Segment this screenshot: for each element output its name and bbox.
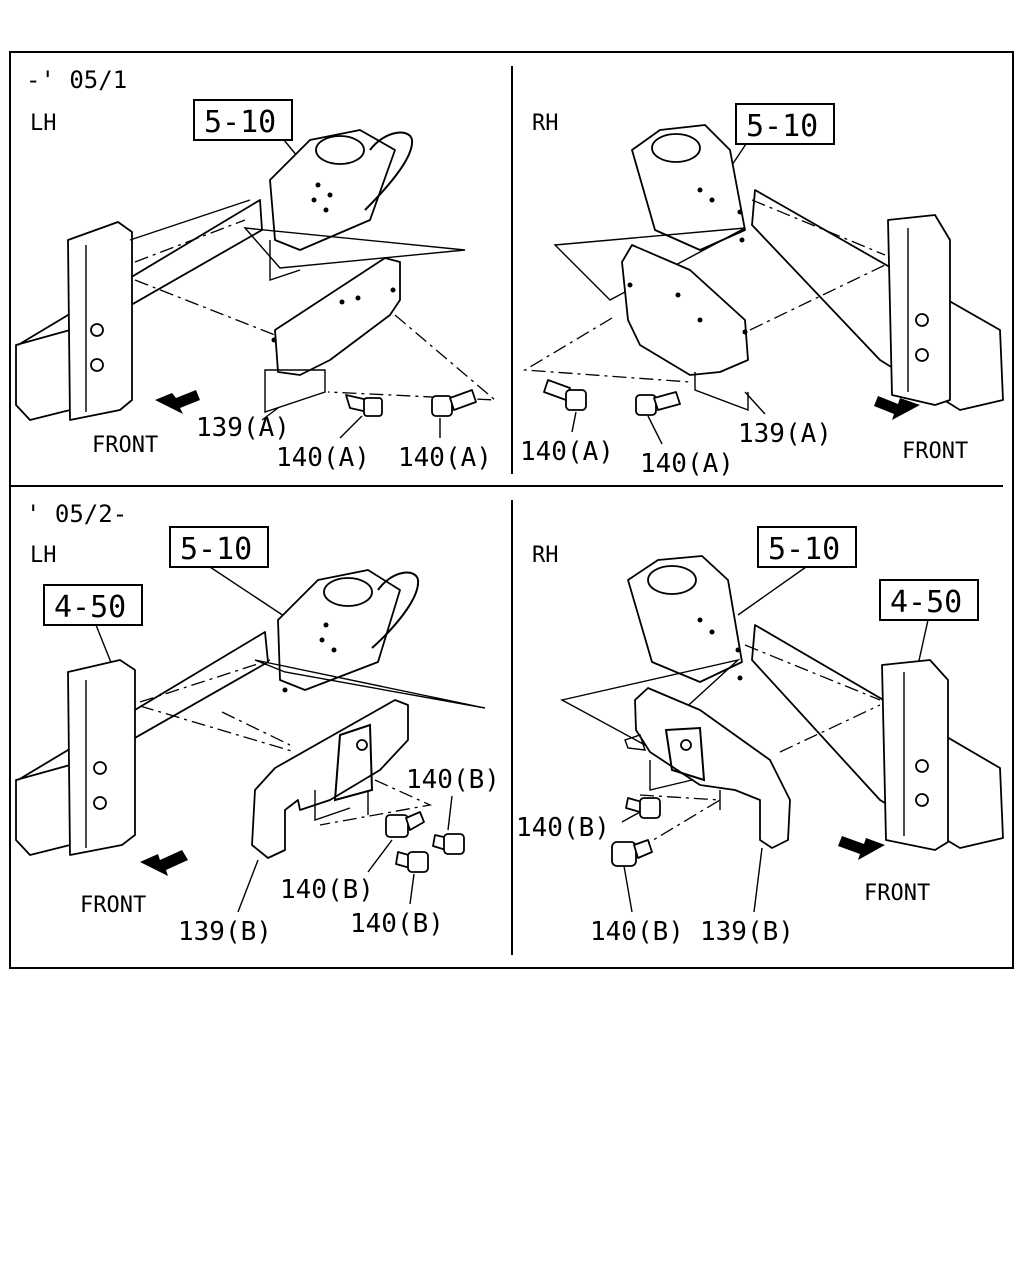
frame-rail <box>15 199 263 421</box>
side-label: RH <box>532 111 559 136</box>
panel-bottom-left: LH 5-10 4-50 <box>15 526 500 947</box>
bracket-callout: 139(B) <box>700 917 794 947</box>
reference-box[interactable] <box>169 526 269 568</box>
leader-line <box>209 566 291 621</box>
leader-line <box>95 624 113 666</box>
reference-label: 4-50 <box>890 585 962 620</box>
section-date-label-top: -' 05/1 <box>26 66 127 94</box>
frame-crossmember <box>887 214 951 406</box>
reference-label: 5-10 <box>746 109 818 144</box>
leader-line <box>917 619 929 666</box>
bracket-callout: 139(A) <box>196 413 290 443</box>
bolt[interactable] <box>543 379 587 411</box>
side-label: RH <box>532 543 559 568</box>
reference-label: 5-10 <box>768 532 840 567</box>
reference-label: 5-10 <box>180 532 252 567</box>
bracket[interactable] <box>274 257 401 376</box>
bolt-callout: 140(A) <box>520 437 614 467</box>
bracket[interactable] <box>634 687 791 849</box>
frame-crossmember <box>67 221 133 421</box>
bolt-callout: 140(B) <box>280 875 374 905</box>
bolt[interactable] <box>432 833 465 855</box>
spring-hanger <box>269 129 396 251</box>
front-arrow-icon <box>838 836 885 860</box>
front-arrow-icon <box>155 390 200 414</box>
frame-rail <box>751 189 1004 411</box>
bolt-callout: 140(B) <box>590 917 684 947</box>
bolt[interactable] <box>431 389 477 417</box>
side-label: LH <box>30 111 57 136</box>
spring-hanger <box>277 569 401 691</box>
frame-crossmember <box>67 659 136 856</box>
bolt-callout: 140(B) <box>350 909 444 939</box>
bolt[interactable] <box>635 391 681 416</box>
reference-label: 4-50 <box>54 590 126 625</box>
panel-bottom-right: RH 5-10 4-50 FRONT <box>516 526 1004 947</box>
reference-box[interactable] <box>735 103 835 145</box>
panel-top-right: RH 5-10 FRONT 140(A) <box>520 103 1004 479</box>
panel-top-left: LH 5-10 <box>15 99 497 473</box>
leader-line <box>737 566 807 616</box>
reference-box[interactable] <box>757 526 857 568</box>
reference-box[interactable] <box>879 579 979 621</box>
bracket-callout: 139(A) <box>738 419 832 449</box>
bolt-callout: 140(B) <box>406 765 500 795</box>
front-arrow-icon <box>140 850 188 876</box>
bolt-callout: 140(A) <box>640 449 734 479</box>
direction-label: FRONT <box>80 893 146 918</box>
bolt[interactable] <box>385 811 425 838</box>
direction-label: FRONT <box>864 881 930 906</box>
bracket[interactable] <box>251 699 409 859</box>
bolt[interactable] <box>345 394 383 417</box>
bolt-callout: 140(A) <box>276 443 370 473</box>
frame-rail <box>15 631 269 856</box>
frame-crossmember <box>881 659 949 851</box>
bolt[interactable] <box>395 851 429 873</box>
reference-box[interactable] <box>43 584 143 626</box>
bolt[interactable] <box>611 839 653 867</box>
direction-label: FRONT <box>92 433 158 458</box>
side-label: LH <box>30 543 57 568</box>
bracket[interactable] <box>621 244 749 376</box>
reference-box[interactable] <box>193 99 293 141</box>
front-arrow-icon <box>874 396 920 420</box>
section-date-label-bottom: ' 05/2- <box>26 500 127 528</box>
bracket-callout: 139(B) <box>178 917 272 947</box>
bolt-callout: 140(B) <box>516 813 610 843</box>
bolt[interactable] <box>625 797 661 819</box>
reference-label: 5-10 <box>204 105 276 140</box>
bolt-callout: 140(A) <box>398 443 492 473</box>
diagram-frame <box>9 51 1014 969</box>
direction-label: FRONT <box>902 439 968 464</box>
